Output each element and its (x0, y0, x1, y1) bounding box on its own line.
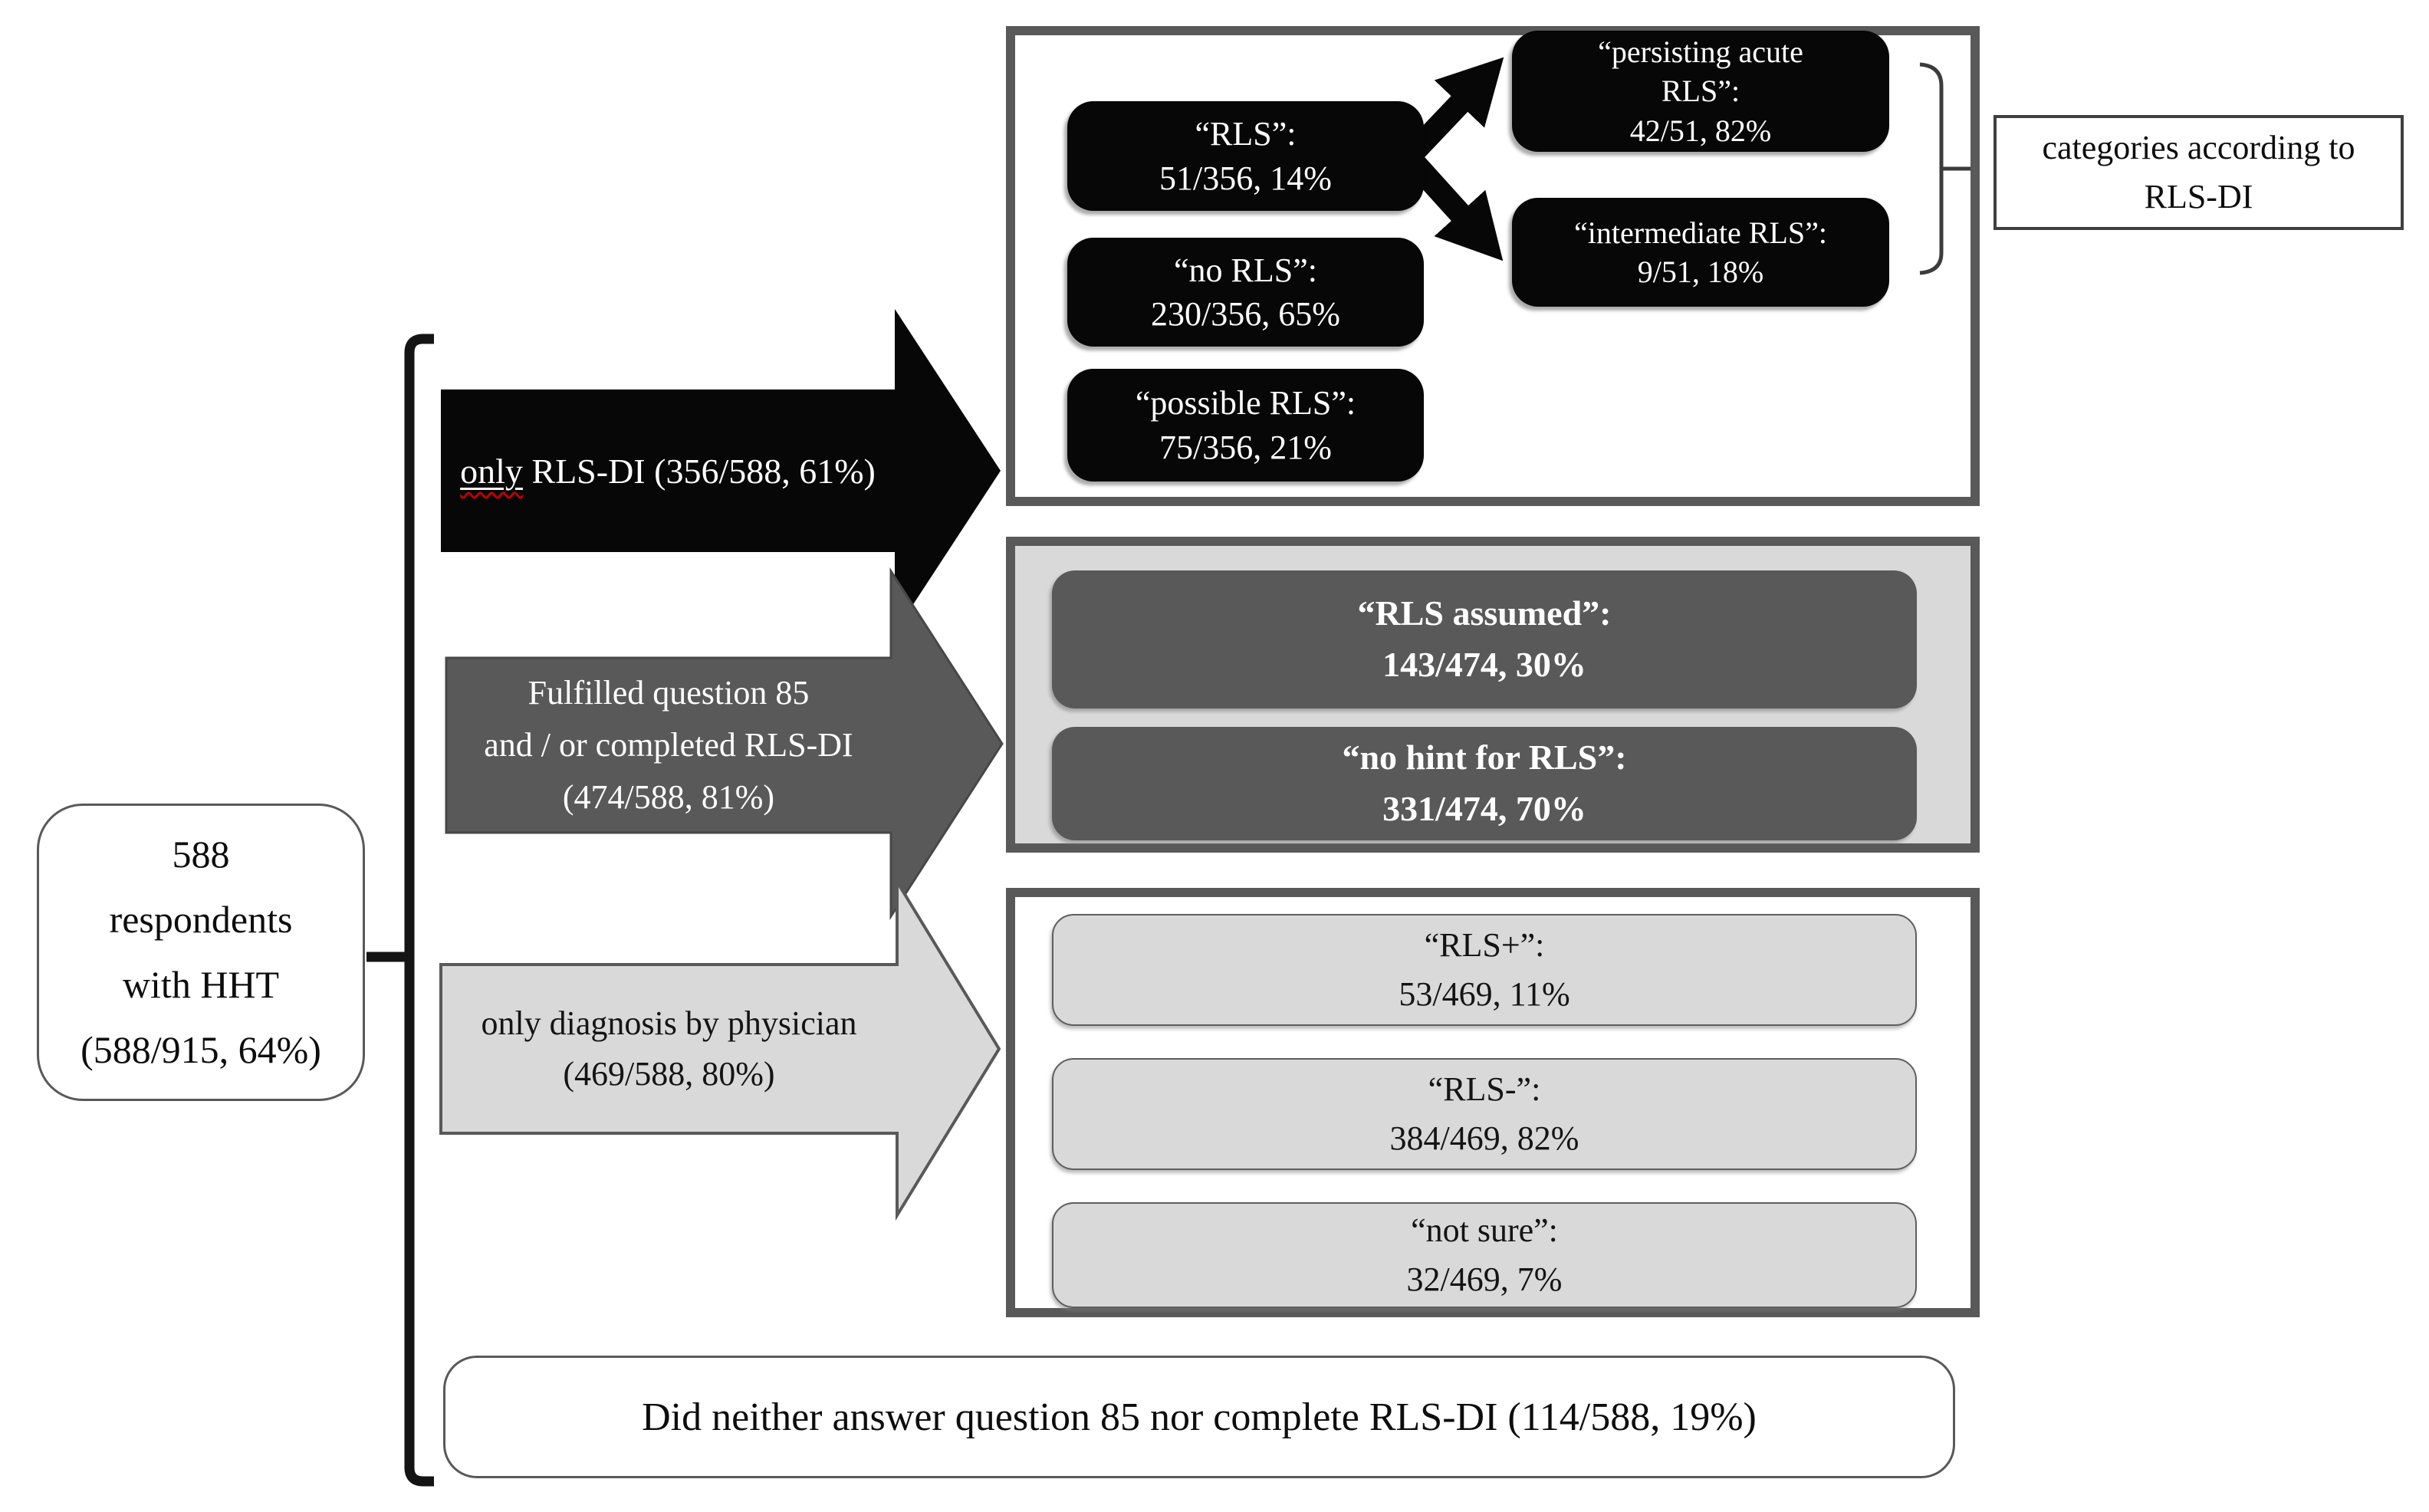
arrow-physician-line: only diagnosis by physician (481, 1004, 857, 1042)
main-bracket (404, 334, 434, 1487)
persisting-acute-rls-box: “persisting acute RLS”: 42/51, 82% (1512, 31, 1889, 152)
rls-box-value: 51/356, 14% (1159, 159, 1332, 197)
side-label-line: RLS-DI (2144, 178, 2253, 215)
rls-plus-box: “RLS+”: 53/469, 11% (1052, 914, 1917, 1026)
rls-plus-value: 53/469, 11% (1399, 975, 1570, 1013)
intermediate-box-title: “intermediate RLS”: (1574, 215, 1827, 250)
possible-rls-box: “possible RLS”: 75/356, 21% (1067, 369, 1424, 482)
not-sure-box: “not sure”: 32/469, 7% (1052, 1202, 1917, 1308)
rls-minus-box: “RLS-”: 384/469, 82% (1052, 1058, 1917, 1170)
source-line: with HHT (122, 963, 280, 1006)
source-respondents-box: 588 respondents with HHT (588/915, 64%) (37, 804, 365, 1101)
rls-minus-title: “RLS-”: (1428, 1070, 1541, 1109)
rls-box: “RLS”: 51/356, 14% (1067, 101, 1424, 211)
no-rls-box-value: 230/356, 65% (1151, 295, 1340, 333)
no-rls-box-title: “no RLS”: (1174, 251, 1317, 289)
arrow-only-rlsdi-label: only RLS-DI (356/588, 61%) (441, 390, 895, 552)
arrow-only-rlsdi-rest: RLS-DI (356/588, 61%) (522, 451, 876, 491)
arrow-only-rlsdi-text: only RLS-DI (356/588, 61%) (460, 445, 876, 498)
persisting-box-line: “persisting acute (1598, 35, 1803, 70)
rls-assumed-title: “RLS assumed”: (1357, 593, 1612, 633)
no-answer-note-box: Did neither answer question 85 nor compl… (443, 1356, 1955, 1478)
side-label-line: categories according to (2042, 129, 2355, 167)
no-hint-value: 331/474, 70% (1382, 789, 1586, 828)
source-line: respondents (109, 898, 293, 941)
rls-plus-title: “RLS+”: (1424, 926, 1545, 965)
arrow-physician (439, 876, 1001, 1221)
arrow-question85-line: (474/588, 81%) (562, 778, 775, 817)
possible-rls-box-title: “possible RLS”: (1135, 384, 1356, 422)
source-line: (588/915, 64%) (81, 1028, 321, 1071)
arrow-question85 (445, 567, 1004, 921)
not-sure-title: “not sure”: (1411, 1211, 1558, 1250)
no-rls-box: “no RLS”: 230/356, 65% (1067, 238, 1424, 347)
arrow-question85-line: and / or completed RLS-DI (484, 725, 853, 764)
categories-bracket (1919, 62, 1944, 275)
arrow-only-rlsdi (441, 309, 1001, 633)
no-answer-note-text: Did neither answer question 85 nor compl… (642, 1395, 1757, 1439)
rls-box-title: “RLS”: (1195, 115, 1297, 153)
no-hint-rls-box: “no hint for RLS”: 331/474, 70% (1052, 727, 1917, 840)
intermediate-rls-box: “intermediate RLS”: 9/51, 18% (1512, 198, 1889, 307)
arrow-physician-label: only diagnosis by physician (469/588, 80… (441, 965, 897, 1133)
persisting-box-value: 42/51, 82% (1629, 113, 1772, 148)
categories-side-label: categories according to RLS-DI (1993, 115, 2404, 230)
arrow-rls-to-intermediate (1406, 156, 1504, 261)
arrow-question85-line: Fulfilled question 85 (528, 673, 810, 712)
source-line: 588 (172, 833, 230, 876)
arrow-physician-line: (469/588, 80%) (563, 1055, 775, 1093)
rls-minus-value: 384/469, 82% (1389, 1119, 1579, 1157)
rls-assumed-box: “RLS assumed”: 143/474, 30% (1052, 570, 1917, 708)
persisting-box-line: RLS”: (1661, 74, 1740, 109)
possible-rls-box-value: 75/356, 21% (1159, 428, 1332, 466)
intermediate-box-value: 9/51, 18% (1637, 255, 1764, 289)
arrow-question85-label: Fulfilled question 85 and / or completed… (446, 658, 891, 833)
rls-assumed-value: 143/474, 30% (1382, 645, 1586, 684)
spellchecked-word: only (460, 451, 523, 491)
no-hint-title: “no hint for RLS”: (1342, 738, 1627, 777)
arrow-rls-to-persisting (1407, 57, 1504, 159)
not-sure-value: 32/469, 7% (1406, 1261, 1563, 1298)
